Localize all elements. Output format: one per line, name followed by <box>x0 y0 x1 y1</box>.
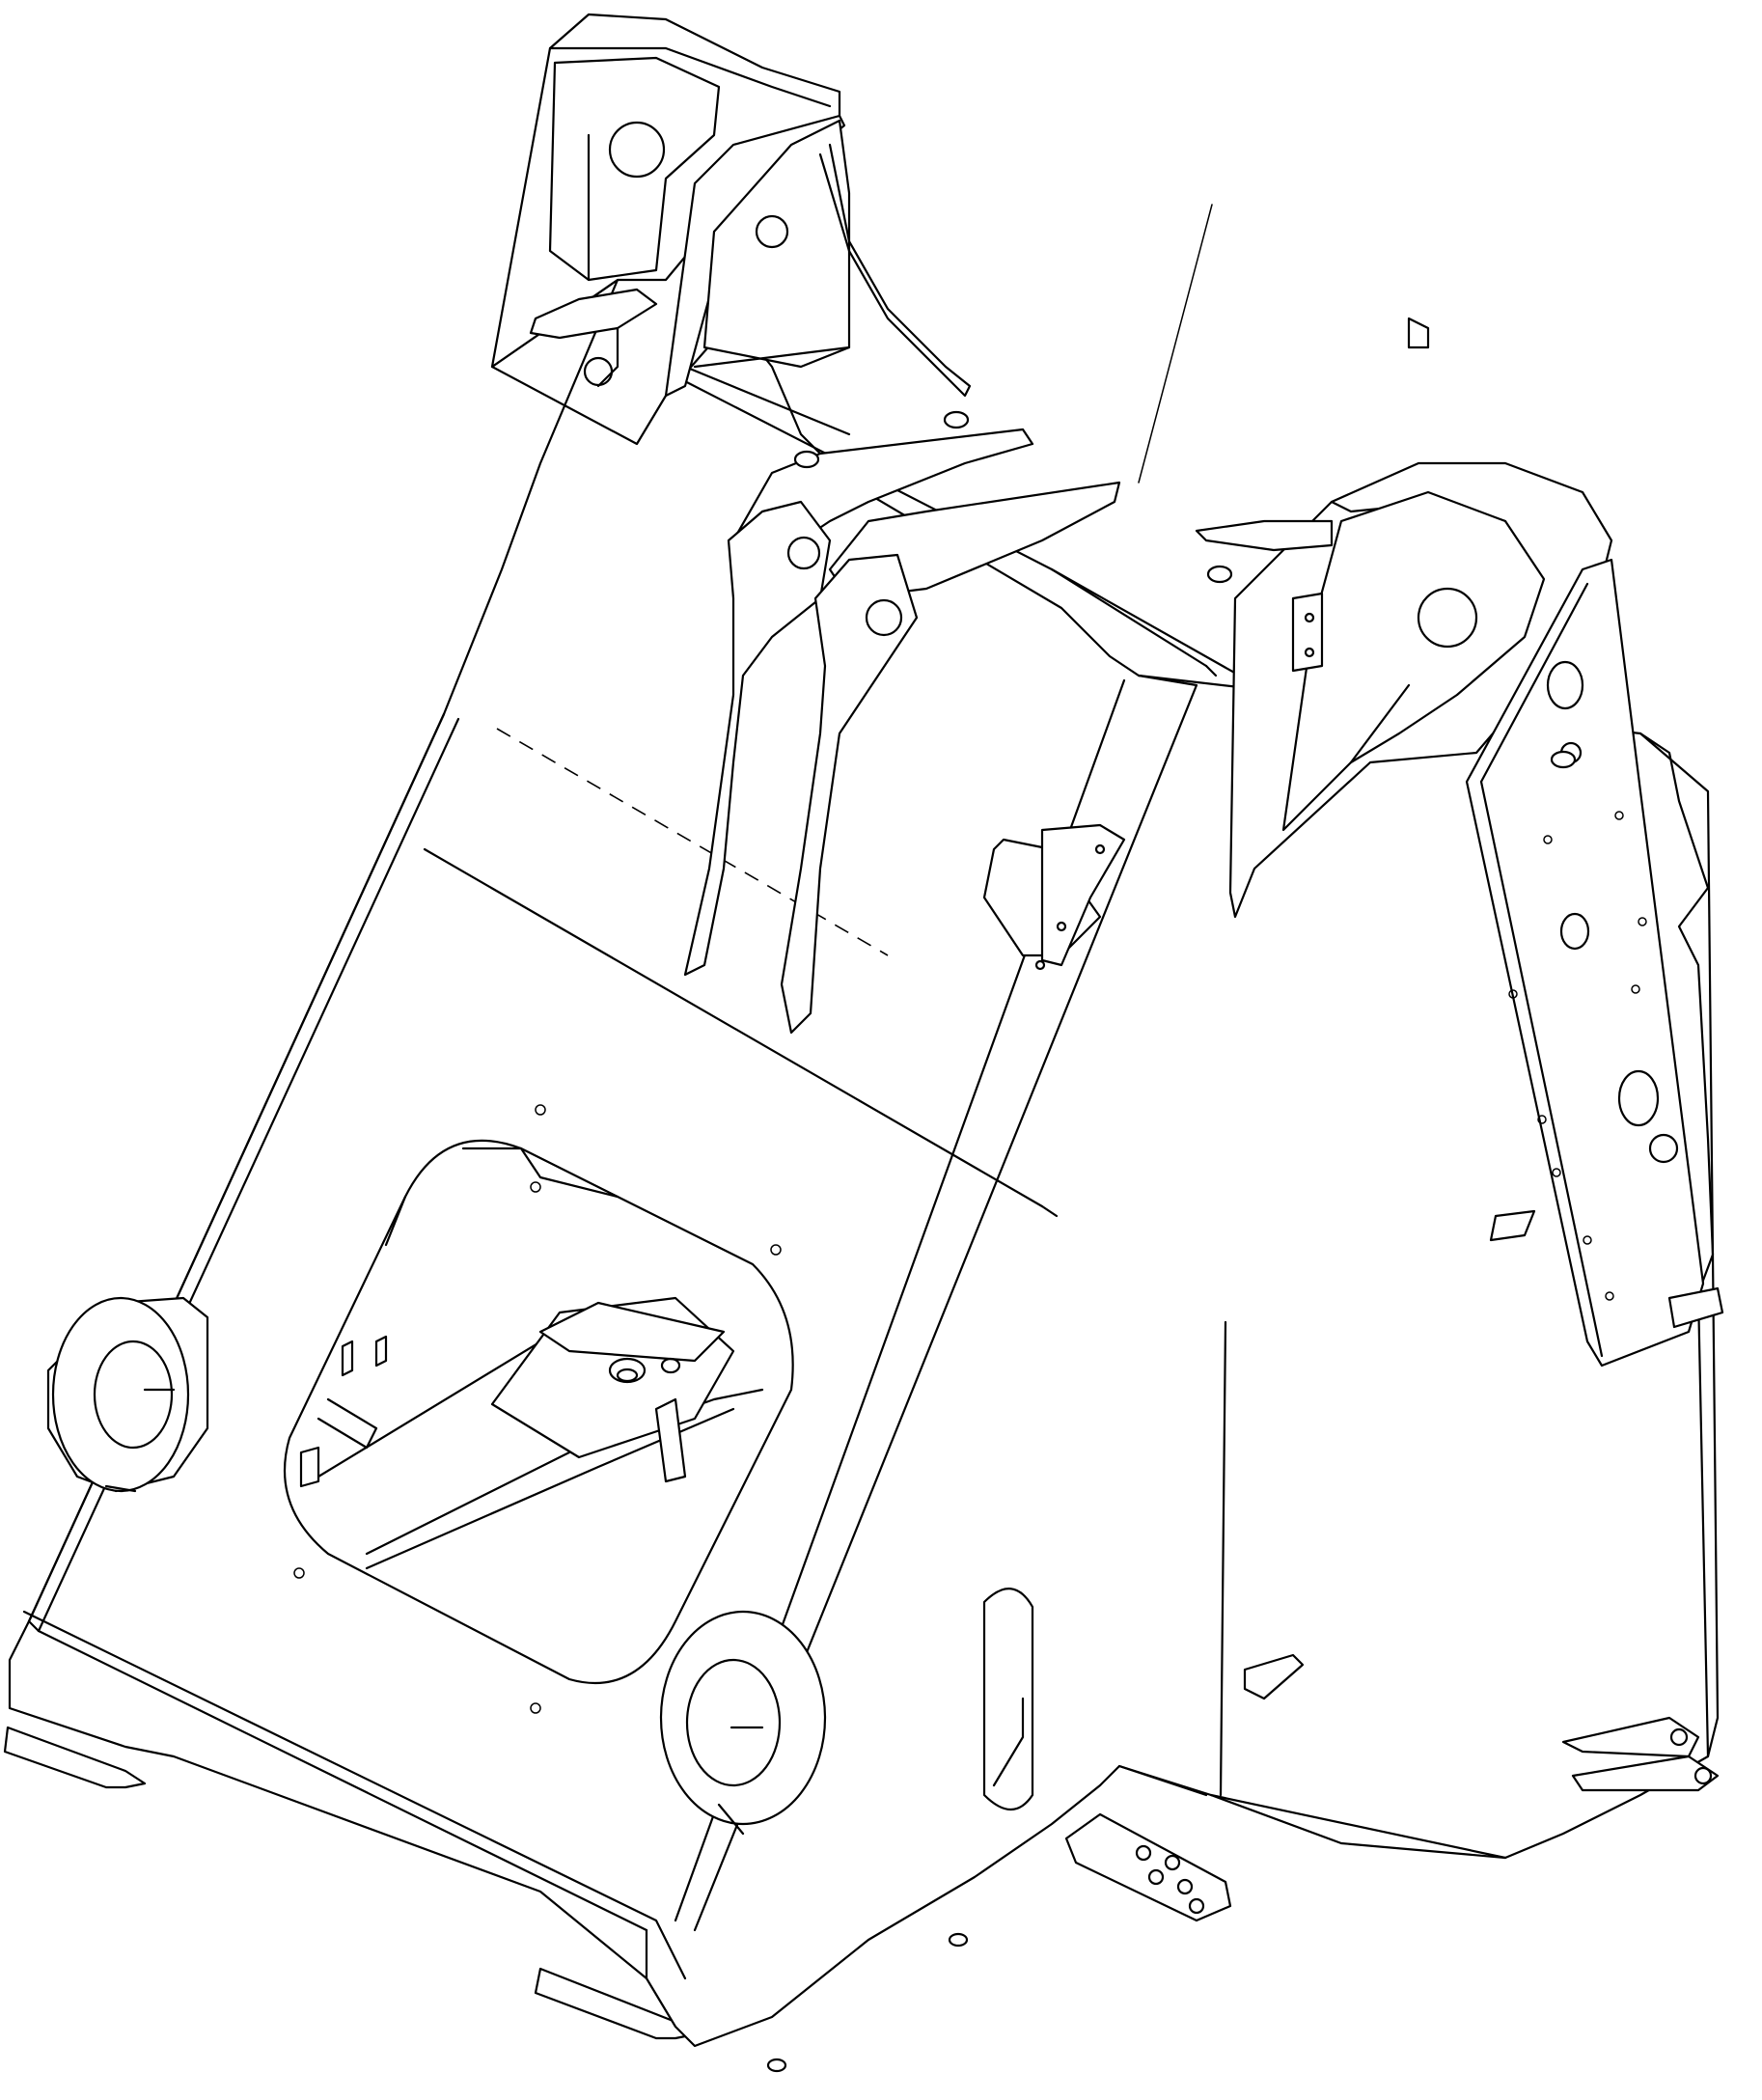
large-opening <box>283 1104 794 1714</box>
hinge-plates <box>1561 1716 1720 1792</box>
left-tower <box>490 13 972 398</box>
right-tower <box>1195 317 1724 1368</box>
leader-line <box>1138 204 1213 484</box>
left-boss <box>46 1296 209 1493</box>
lower-boss <box>659 1610 827 1836</box>
window-cutout-upper <box>982 823 1126 971</box>
bracket-plate <box>1064 1812 1232 1922</box>
slot-cutouts <box>982 1588 1305 1810</box>
base-holes <box>766 1932 969 2073</box>
